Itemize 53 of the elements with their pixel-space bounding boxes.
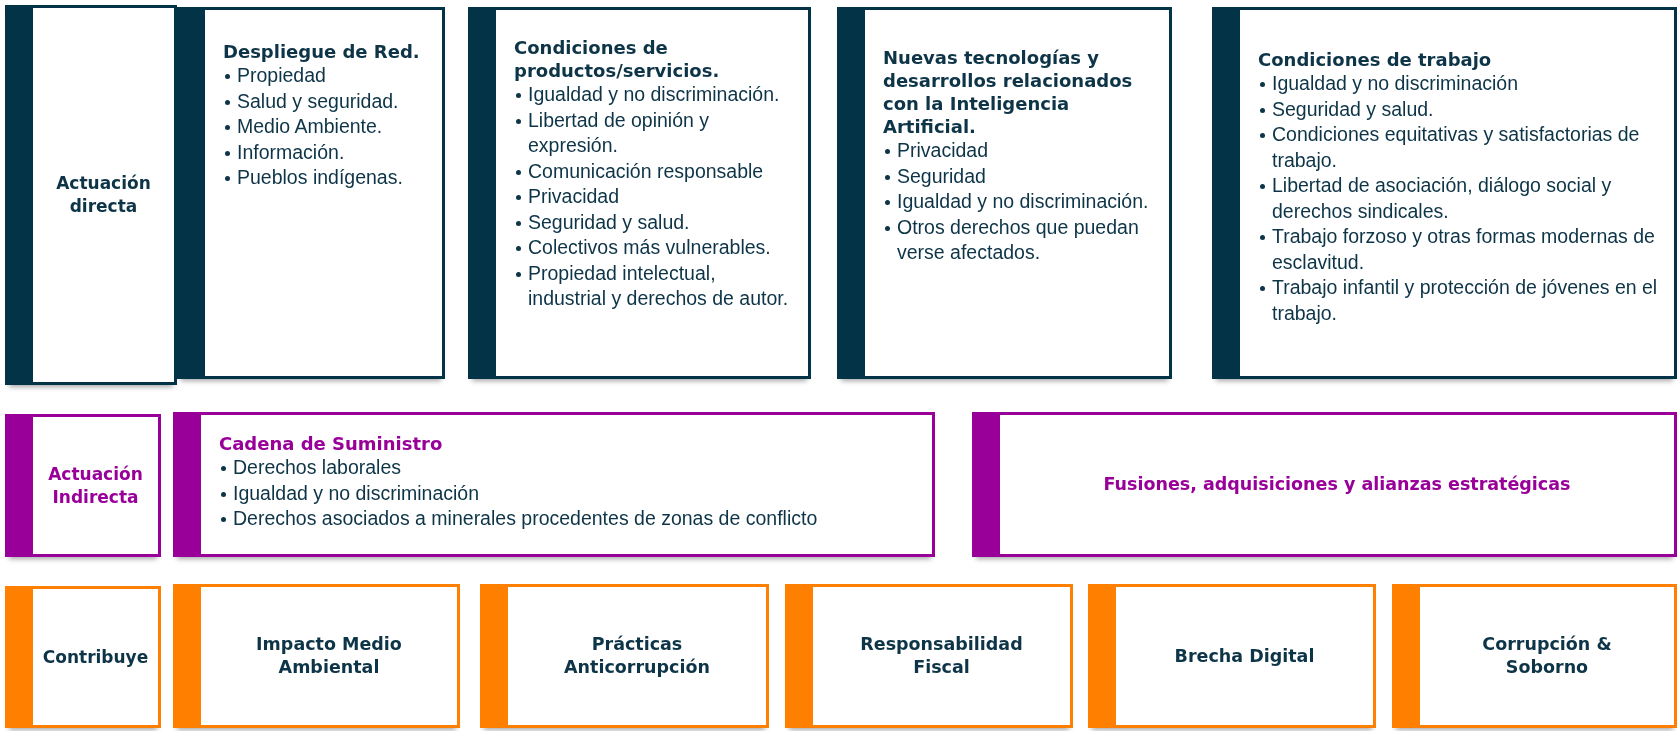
topic-box — [177, 7, 445, 379]
topic-box — [972, 412, 1677, 557]
bullet-item: Libertad de asociación, diálogo social y derechos sindicales. — [1258, 173, 1664, 224]
bullet-item: Privacidad — [514, 184, 798, 210]
bullet-item: Privacidad — [883, 138, 1159, 164]
topic-box — [468, 7, 811, 379]
box-heading: Cadena de Suministro — [219, 432, 444, 455]
bullet-item: Colectivos más vulnerables. — [514, 235, 798, 261]
topic-box — [1212, 7, 1677, 379]
bullet-item: Seguridad y salud. — [514, 209, 798, 235]
topic-label: Responsabilidad Fiscal — [859, 633, 1024, 679]
topic-label: Prácticas Anticorrupción — [563, 633, 711, 679]
box-heading: Condiciones de trabajo — [1258, 48, 1493, 71]
bullet-item: Trabajo forzoso y otras formas modernas de esclavitud. — [1258, 224, 1664, 275]
bullet-item: Condiciones equitativas y satisfactorias de trabajo. — [1258, 122, 1664, 173]
topic-box — [1392, 584, 1677, 728]
bullet-item: Salud y seguridad. — [223, 88, 432, 114]
bullet-item: Igualdad y no discriminación. — [514, 82, 798, 108]
bullet-item: Seguridad — [883, 163, 1159, 189]
topic-box — [837, 7, 1172, 379]
bullet-item: Propiedad intelectual, industrial y derechos de autor. — [514, 260, 798, 312]
topic-box — [1088, 584, 1376, 728]
bullet-item: Propiedad — [223, 63, 432, 89]
topic-label: Fusiones, adquisiciones y alianzas estratégicas — [1103, 473, 1571, 496]
topic-box — [480, 584, 769, 728]
topic-box — [173, 584, 460, 728]
bullet-item: Derechos asociados a minerales procedentes de zonas de conflicto — [219, 506, 922, 532]
category-label: Actuación Indirecta — [47, 462, 144, 509]
category-box — [5, 5, 177, 385]
bullet-item: Libertad de opinión y expresión. — [514, 107, 798, 159]
bullet-item: Derechos laborales — [219, 455, 922, 481]
bullet-item: Pueblos indígenas. — [223, 165, 432, 191]
bullet-item: Medio Ambiente. — [223, 114, 432, 140]
topic-box — [785, 584, 1073, 728]
bullet-item: Trabajo infantil y protección de jóvenes en el trabajo. — [1258, 275, 1664, 326]
category-box — [5, 586, 161, 728]
bullet-item: Igualdad y no discriminación — [219, 480, 922, 506]
bullet-item: Comunicación responsable — [514, 158, 798, 184]
bullet-item: Otros derechos que puedan verse afectados. — [883, 214, 1159, 266]
box-heading: Condiciones de productos/servicios. — [514, 36, 721, 82]
bullet-item: Igualdad y no discriminación. — [883, 189, 1159, 215]
topic-label: Corrupción & Soborno — [1481, 633, 1613, 679]
box-heading: Nuevas tecnologías y desarrollos relacionados con la Inteligencia Artificial. — [883, 46, 1134, 138]
category-label: Actuación directa — [55, 172, 152, 218]
topic-label: Brecha Digital — [1174, 644, 1315, 668]
category-label: Contribuye — [42, 645, 149, 669]
topic-label: Impacto Medio Ambiental — [255, 633, 403, 679]
box-heading: Despliegue de Red. — [223, 40, 421, 63]
bullet-item: Seguridad y salud. — [1258, 96, 1664, 122]
bullet-item: Igualdad y no discriminación — [1258, 71, 1664, 97]
topic-box — [173, 412, 935, 557]
category-box — [5, 414, 161, 557]
bullet-item: Información. — [223, 139, 432, 165]
